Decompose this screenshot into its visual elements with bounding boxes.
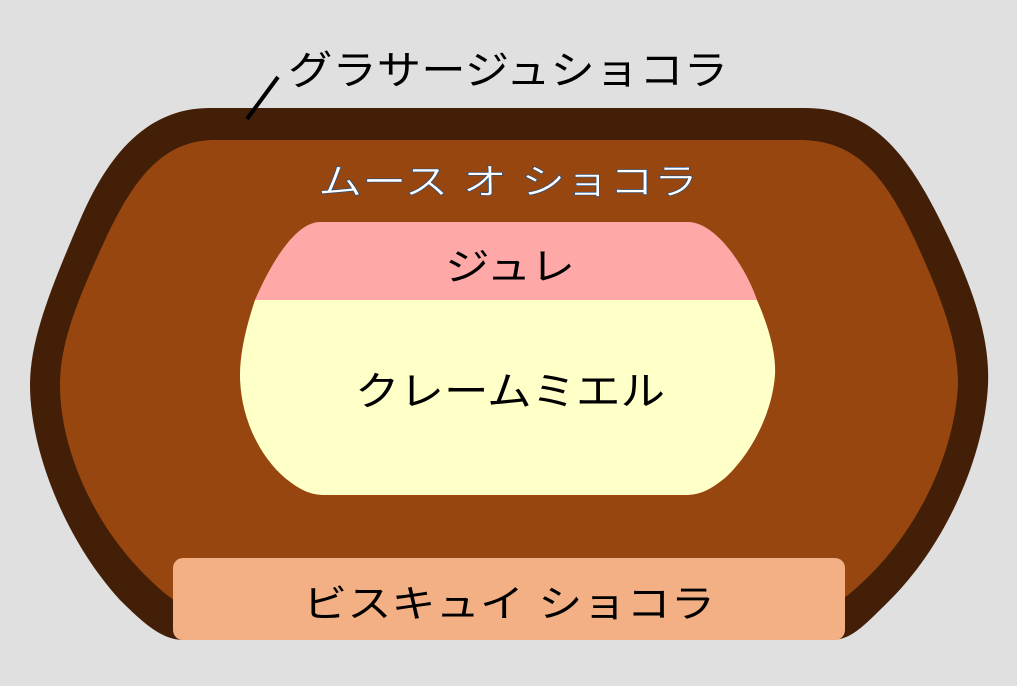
biscuit-label: ビスキュイ ショコラ [303, 582, 715, 626]
mousse-label: ムース オ ショコラ [318, 162, 698, 203]
biscuit-layer [173, 558, 845, 640]
jelly-label: ジュレ [445, 245, 575, 289]
creme-label: クレームミエル [355, 369, 665, 415]
glacage-label: グラサージュショコラ [288, 48, 728, 94]
glacage-pointer-line [245, 75, 280, 121]
creme-layer [240, 300, 776, 495]
jelly-layer [255, 222, 757, 300]
